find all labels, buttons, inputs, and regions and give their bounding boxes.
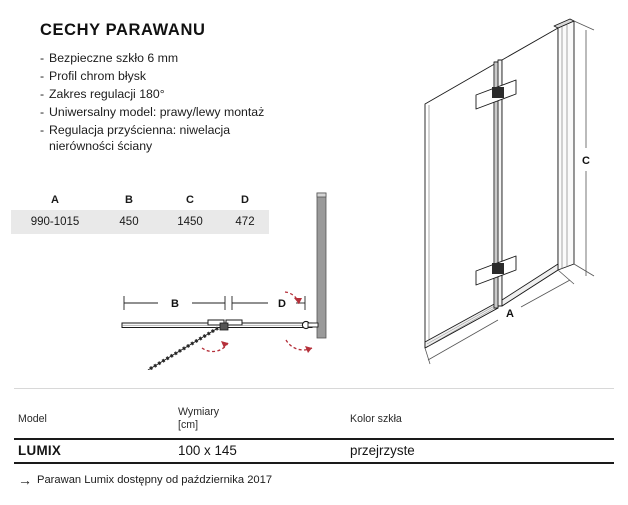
wall-element (316, 192, 327, 339)
table-cell: 990-1015 (30, 216, 80, 228)
dimension-letter-table: A B C D 990-1015 450 1450 472 (11, 189, 269, 234)
list-item: - Bezpieczne szkło 6 mm (40, 50, 340, 66)
column-header: C (186, 193, 194, 206)
bullet-marker: - (40, 122, 45, 137)
footnote-text: Parawan Lumix dostępny od października 2… (37, 474, 273, 486)
list-item: - Profil chrom błysk (40, 68, 340, 84)
list-item-label: Bezpieczne szkło 6 mm (49, 51, 179, 65)
page-title: CECHY PARAWANU (40, 21, 206, 39)
column-header: B (125, 193, 133, 206)
dimension-line-b (123, 296, 226, 310)
cell-dimensions: 100 x 145 (178, 443, 237, 458)
dimension-line-a (424, 269, 575, 365)
column-header-dimensions: Wymiary [cm] (178, 406, 220, 431)
table-row: 990-1015 450 1450 472 (11, 210, 269, 234)
column-header: D (241, 193, 249, 206)
isometric-drawing: C A (398, 8, 628, 373)
dimension-line-d (231, 296, 306, 310)
table-cell: 450 (119, 216, 139, 228)
plan-view-diagram: B D (100, 180, 350, 370)
arrow-right-icon: → (18, 472, 32, 488)
list-item-label: Regulacja przyścienna: niwelacja nierówn… (49, 122, 231, 154)
cell-glass-color: przejrzyste (350, 443, 415, 458)
bullet-marker: - (40, 51, 45, 65)
hinge-center (207, 319, 243, 331)
footnote: → Parawan Lumix dostępny od października… (18, 473, 272, 487)
list-item: - Zakres regulacji 180° (40, 86, 340, 102)
dimension-line-c (573, 20, 595, 277)
list-item-label: Uniwersalny model: prawy/lewy montaż (49, 104, 265, 119)
column-header: A (51, 193, 59, 206)
wall-pivot (301, 320, 319, 330)
wall-post (553, 18, 575, 271)
bullet-marker: - (40, 68, 45, 83)
folded-panel-indicator (147, 326, 219, 370)
bullet-marker: - (40, 86, 45, 101)
hinge-lower (475, 255, 517, 286)
hinge-upper (475, 79, 517, 110)
cell-model: LUMIX (18, 443, 62, 458)
table-header-row: Model Wymiary [cm] Kolor szkła (0, 404, 628, 438)
table-header-row: A B C D (11, 189, 269, 210)
iso-label-c: C (582, 155, 590, 167)
table-rule-bottom (14, 462, 614, 464)
plan-label-b: B (171, 298, 179, 310)
section-divider (14, 388, 614, 389)
table-cell: 1450 (177, 216, 203, 228)
list-item-label: Profil chrom błysk (49, 68, 147, 83)
list-item: - Uniwersalny model: prawy/lewy montaż (40, 104, 340, 120)
iso-label-a: A (506, 308, 514, 320)
table-cell: 472 (235, 216, 255, 228)
rotation-arrow-heads (221, 298, 312, 353)
features-list: - Bezpieczne szkło 6 mm - Profil chrom b… (40, 50, 340, 156)
table-row: LUMIX 100 x 145 przejrzyste (0, 440, 628, 462)
column-header-glass-color: Kolor szkła (350, 413, 402, 425)
list-item: - Regulacja przyścienna: niwelacja nieró… (40, 122, 340, 155)
plan-label-d: D (278, 298, 286, 310)
list-item-label: Zakres regulacji 180° (49, 86, 165, 101)
table-rule-top (14, 438, 614, 440)
column-header-model: Model (18, 413, 47, 425)
bullet-marker: - (40, 104, 45, 119)
